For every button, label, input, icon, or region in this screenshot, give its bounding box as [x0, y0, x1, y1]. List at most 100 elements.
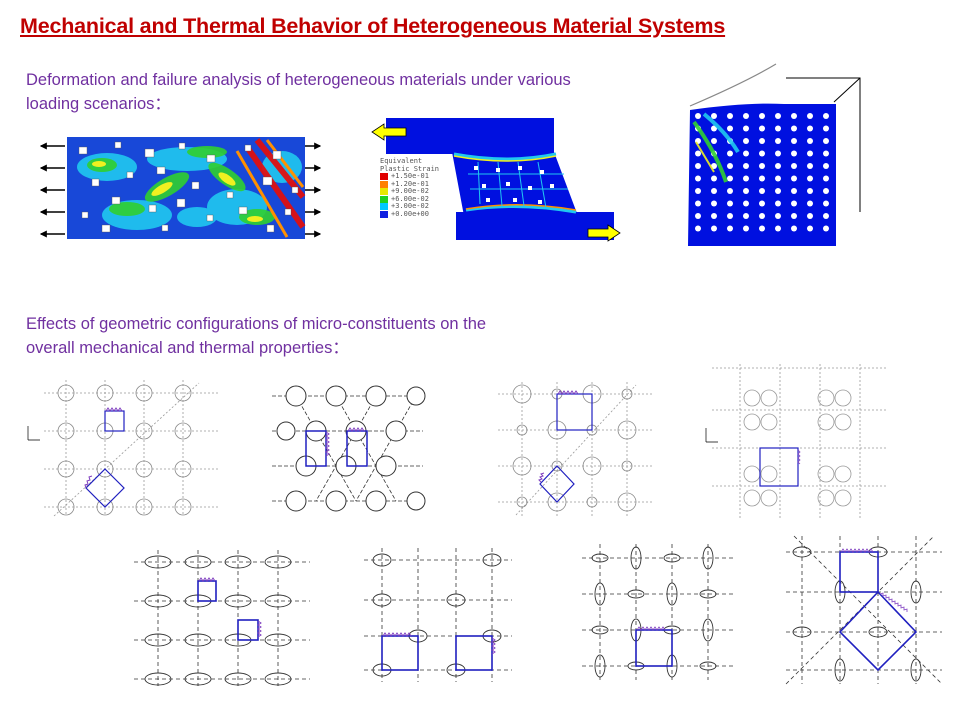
hole: [727, 150, 733, 157]
legend-title-2: Plastic Strain: [380, 164, 440, 173]
hole: [775, 125, 781, 132]
contour-plot: [67, 137, 306, 239]
right-load-arrow: [587, 224, 621, 242]
hole: [823, 163, 829, 169]
hole: [695, 150, 701, 157]
hole: [695, 188, 701, 194]
hole: [743, 138, 749, 144]
legend-title-1: Equivalent: [380, 157, 423, 165]
hole: [743, 175, 749, 182]
legend-swatch: [380, 195, 388, 203]
hole: [823, 138, 829, 144]
hole: [807, 138, 813, 144]
legend-value: +1.20e-01: [391, 179, 429, 188]
hole: [807, 225, 813, 232]
cell-diagram-7: [582, 544, 736, 680]
hole: [711, 213, 717, 219]
legend-row: +6.00e-02: [380, 194, 439, 204]
legend-swatch: [380, 210, 388, 218]
hole: [807, 125, 813, 132]
legend-swatch: [380, 173, 388, 181]
hole: [759, 138, 765, 144]
hole: [743, 125, 749, 132]
hole: [807, 188, 813, 194]
hole: [695, 213, 701, 219]
hole: [823, 188, 829, 194]
hole: [711, 125, 717, 132]
hole: [791, 163, 797, 169]
hole: [711, 200, 717, 207]
cell-diagram-3: [498, 382, 654, 518]
hole: [759, 188, 765, 194]
legend-value: +6.00e-02: [391, 194, 429, 203]
hole: [759, 213, 765, 219]
hole: [759, 175, 765, 182]
strain-legend: Equivalent Plastic Strain +1.50e-01+1.20…: [380, 157, 440, 219]
hole: [727, 188, 733, 194]
hole: [695, 175, 701, 182]
hole: [775, 163, 781, 169]
section1-line2: loading scenarios：: [26, 95, 171, 113]
hole: [727, 125, 733, 132]
hole: [791, 188, 797, 194]
hole: [695, 113, 701, 119]
hole: [759, 225, 765, 232]
hole: [807, 113, 813, 119]
section1-text: Deformation and failure analysis of hete…: [26, 68, 571, 116]
legend-swatch: [380, 180, 388, 188]
section1-line1: Deformation and failure analysis of hete…: [26, 71, 571, 89]
hole: [759, 163, 765, 169]
hole: [727, 200, 733, 207]
hole: [775, 150, 781, 157]
hole: [807, 163, 813, 169]
hole: [727, 175, 733, 182]
legend-value: +0.00e+00: [391, 209, 429, 218]
hole: [791, 200, 797, 207]
hole: [759, 150, 765, 157]
hole: [695, 163, 701, 169]
section2-line2: overall mechanical and thermal propertie…: [26, 339, 349, 357]
hole: [759, 113, 765, 119]
legend-value: +1.50e-01: [391, 172, 429, 180]
legend-value: +9.00e-02: [391, 187, 429, 195]
hole: [727, 213, 733, 219]
legend-rows: +1.50e-01+1.20e-01+9.00e-02+6.00e-02+3.0…: [380, 172, 439, 219]
hole: [695, 225, 701, 232]
hole: [791, 175, 797, 182]
hole: [775, 200, 781, 207]
hole: [807, 150, 813, 157]
legend-swatch: [380, 188, 388, 196]
hole: [823, 175, 829, 182]
hole: [823, 150, 829, 157]
hole: [759, 200, 765, 207]
hole: [711, 138, 717, 144]
hole: [791, 213, 797, 219]
hole: [791, 125, 797, 132]
left-load-arrow: [371, 123, 407, 141]
hole: [695, 200, 701, 207]
hole: [711, 113, 717, 119]
hole: [775, 188, 781, 194]
hole: [727, 113, 733, 119]
hole: [743, 113, 749, 119]
section2-line1: Effects of geometric configurations of m…: [26, 315, 487, 333]
hole: [743, 213, 749, 219]
cell-diagram-6: [364, 548, 512, 682]
hole: [775, 225, 781, 232]
hole: [823, 113, 829, 119]
hole: [743, 150, 749, 157]
hole: [775, 138, 781, 144]
localization-band: [692, 112, 740, 183]
hole: [775, 213, 781, 219]
left-arrows: [39, 142, 65, 238]
tension-contour-figure: [39, 137, 322, 239]
cell-diagram-5: [134, 550, 310, 686]
section2-text: Effects of geometric configurations of m…: [26, 312, 486, 360]
perforated-plate-figure: [688, 63, 861, 246]
hole: [711, 163, 717, 169]
legend-value: +3.00e-02: [391, 202, 429, 210]
slide-title: Mechanical and Thermal Behavior of Heter…: [20, 14, 726, 38]
legend-row: +0.00e+00: [380, 209, 439, 219]
hole: [823, 225, 829, 232]
